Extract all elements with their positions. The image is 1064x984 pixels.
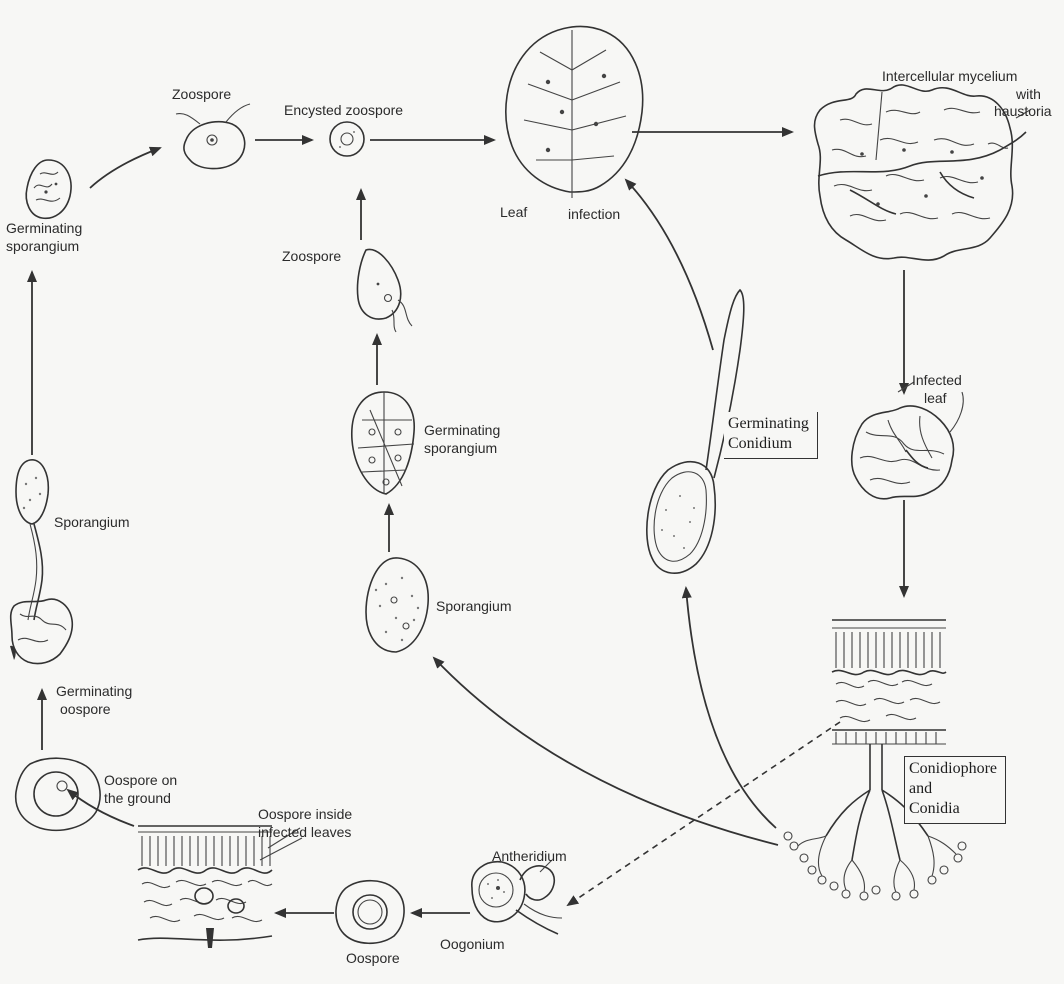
label-intercellular-with: with <box>1016 86 1041 103</box>
label-germinating-conidium-line2: Conidium <box>728 435 792 452</box>
label-intercellular-haustoria: haustoria <box>994 103 1052 120</box>
arrow-conidiophore-to-germinating-conidium <box>686 588 776 828</box>
label-zoospore-mid: Zoospore <box>282 248 341 265</box>
label-oospore-ground-2: the ground <box>104 790 171 807</box>
oospore-on-ground-illustration <box>16 758 100 830</box>
label-intercellular-mycelium: Intercellular mycelium <box>882 68 1017 85</box>
label-infected-leaf-2: leaf <box>924 390 947 407</box>
arrow-germinating-sporangium-to-zoospore <box>90 148 160 188</box>
leaf-illustration <box>506 26 643 198</box>
label-conidiophore-line3: Conidia <box>909 800 960 817</box>
germinating-oospore-illustration <box>10 599 72 663</box>
oospore-bottom-illustration <box>336 881 404 944</box>
arrow-conidiophore-to-oogonium-dashed <box>568 722 840 905</box>
zoospore-top-illustration <box>176 104 250 169</box>
label-oospore: Oospore <box>346 950 400 967</box>
label-zoospore-top: Zoospore <box>172 86 231 103</box>
label-germinating-oospore-2: oospore <box>60 701 111 718</box>
oogonium-antheridium-illustration <box>472 860 562 934</box>
label-germinating-sporangium-mid-1: Germinating <box>424 422 500 439</box>
label-germinating-sporangium-mid-2: sporangium <box>424 440 497 457</box>
label-conidiophore-line2: and <box>909 780 932 797</box>
label-germinating-conidium-line1: Germinating <box>728 415 809 432</box>
label-germinating-oospore-1: Germinating <box>56 683 132 700</box>
encysted-zoospore-illustration <box>330 122 364 156</box>
label-infected-leaf-1: Infected <box>912 372 962 389</box>
label-oogonium: Oogonium <box>440 936 505 953</box>
label-sporangium-mid: Sporangium <box>436 598 512 615</box>
sporangium-left-illustration <box>16 460 48 620</box>
label-infection: infection <box>568 206 620 223</box>
label-antheridium: Antheridium <box>492 848 567 865</box>
infected-leaf-illustration <box>852 406 954 499</box>
label-conidiophore-and-conidia: Conidiophore and Conidia <box>904 756 1006 824</box>
label-sporangium-left: Sporangium <box>54 514 130 531</box>
label-germinating-sporangium-left-2: sporangium <box>6 238 79 255</box>
label-oospore-ground-1: Oospore on <box>104 772 177 789</box>
label-germinating-sporangium-left-1: Germinating <box>6 220 82 237</box>
label-conidiophore-line1: Conidiophore <box>909 760 997 777</box>
germinating-sporangium-mid-illustration <box>352 392 414 494</box>
label-oospore-inside-2: infected leaves <box>258 824 351 841</box>
arrow-conidium-to-leaf <box>626 180 713 350</box>
oospore-inside-leaves-illustration <box>138 826 302 948</box>
germinating-sporangium-left-illustration <box>26 160 71 218</box>
label-germinating-conidium: Germinating Conidium <box>724 412 818 459</box>
label-leaf: Leaf <box>500 204 527 221</box>
label-encysted-zoospore: Encysted zoospore <box>284 102 403 119</box>
label-oospore-inside-1: Oospore inside <box>258 806 352 823</box>
sporangium-mid-illustration <box>366 558 428 652</box>
arrow-conidiophore-to-sporangium <box>434 658 778 845</box>
zoospore-mid-illustration <box>357 249 412 332</box>
